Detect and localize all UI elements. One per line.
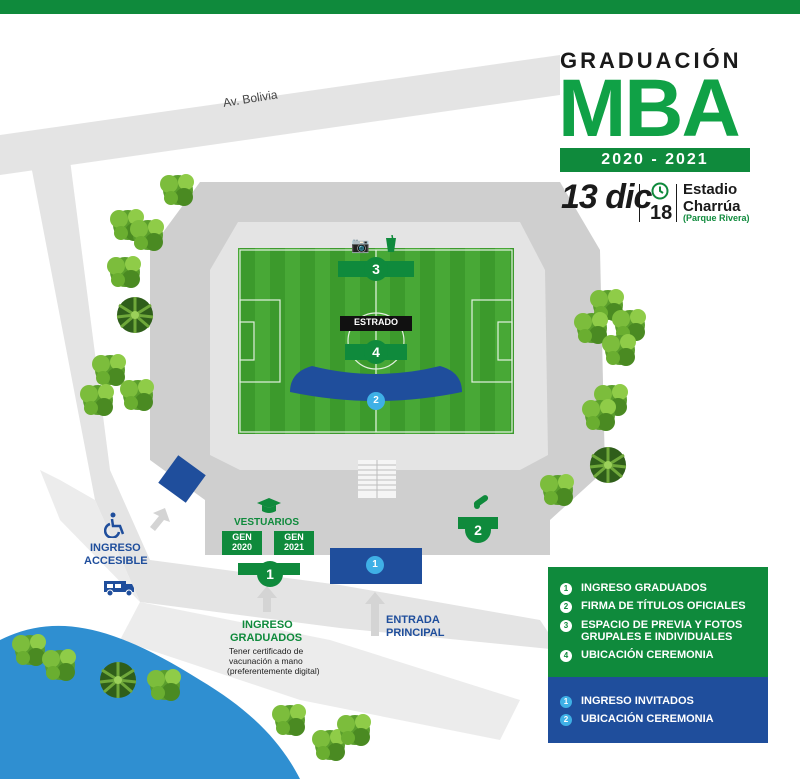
marker-blue-1-guests[interactable]: 1 <box>366 556 384 574</box>
camera-icon: 📷 <box>351 237 370 254</box>
clock-icon <box>651 182 669 200</box>
legend-text: UBICACIÓN CEREMONIA <box>581 649 714 661</box>
marker-blue-2-seating[interactable]: 2 <box>367 392 385 410</box>
program-name: MBA <box>558 63 741 154</box>
legend-number: 1 <box>560 696 572 708</box>
event-time: 18 <box>650 202 673 224</box>
marker-3-photos[interactable]: 3 <box>364 257 388 281</box>
water-body <box>0 625 300 779</box>
grad-entry-label-2: GRADUADOS <box>230 632 303 644</box>
legend-item: 1 INGRESO INVITADOS <box>560 695 766 708</box>
locker-gen2020: GEN 2020 <box>222 531 262 555</box>
stage-banner <box>340 316 412 331</box>
accessible-label-1: INGRESO <box>90 542 141 554</box>
marker-2-titles[interactable]: 2 <box>465 517 491 543</box>
legend-item: 2 FIRMA DE TÍTULOS OFICIALES <box>560 600 766 613</box>
locker-gen2020-line2: 2020 <box>231 542 253 552</box>
locker-gen2021-line2: 2021 <box>283 542 305 552</box>
venue-line1: Estadio <box>683 181 738 198</box>
main-entry-label-2: PRINCIPAL <box>386 627 445 639</box>
venue-line2: Charrúa <box>683 198 741 215</box>
legend-number: 1 <box>560 583 572 595</box>
legend-graduates: 1 INGRESO GRADUADOS 2 FIRMA DE TÍTULOS O… <box>548 567 768 677</box>
legend-item: 2 UBICACIÓN CEREMONIA <box>560 713 766 726</box>
venue-subtitle: (Parque Rivera) <box>683 213 750 223</box>
legend-item: 1 INGRESO GRADUADOS <box>560 582 766 595</box>
marker-1-graduates[interactable]: 1 <box>257 561 283 587</box>
lockers-title: VESTUARIOS <box>234 517 300 528</box>
years-banner: 2020 - 2021 <box>560 148 750 172</box>
stadium <box>150 182 605 555</box>
grad-entry-label-1: INGRESO <box>242 619 293 631</box>
grad-note-1: Tener certificado de <box>229 646 304 656</box>
divider <box>676 184 677 222</box>
marker-4-ceremony[interactable]: 4 <box>364 340 388 364</box>
legend-number: 3 <box>560 620 572 632</box>
legend-number: 4 <box>560 650 572 662</box>
locker-gen2021-line1: GEN <box>284 532 304 542</box>
diploma-icon <box>473 495 489 509</box>
legend-text: FIRMA DE TÍTULOS OFICIALES <box>581 600 746 612</box>
stage-label: ESTRADO <box>353 317 398 327</box>
divider <box>639 184 640 222</box>
legend-number: 2 <box>560 601 572 613</box>
accessible-gate <box>158 455 206 503</box>
legend-text: INGRESO GRADUADOS <box>581 582 707 594</box>
event-title: GRADUACIÓN <box>560 48 742 73</box>
arrow-up-icon <box>150 508 385 636</box>
legend-text: ESPACIO DE PREVIA Y FOTOS GRUPALES E IND… <box>581 619 743 643</box>
legend-text: INGRESO INVITADOS <box>581 695 694 707</box>
van-icon <box>104 581 134 597</box>
locker-gen2020-line1: GEN <box>232 532 252 542</box>
grad-note-2: vacunación a mano <box>229 656 303 666</box>
top-bar <box>0 0 800 14</box>
accessible-label-2: ACCESIBLE <box>84 555 148 567</box>
legend-item: 3 ESPACIO DE PREVIA Y FOTOS GRUPALES E I… <box>560 619 766 643</box>
legend-number: 2 <box>560 714 572 726</box>
grad-note-3: (preferentemente digital) <box>227 666 320 676</box>
wheelchair-icon <box>104 512 125 538</box>
event-date: 13 dic <box>561 178 652 216</box>
locker-gen2021: GEN 2021 <box>274 531 314 555</box>
streets <box>0 55 560 740</box>
legend-item: 4 UBICACIÓN CEREMONIA <box>560 649 766 662</box>
legend-guests: 1 INGRESO INVITADOS 2 UBICACIÓN CEREMONI… <box>548 677 768 743</box>
drink-icon <box>386 235 396 252</box>
legend-text: UBICACIÓN CEREMONIA <box>581 713 714 725</box>
graduation-cap-icon <box>257 498 281 513</box>
guest-seating-area <box>290 366 462 401</box>
main-entry-label-1: ENTRADA <box>386 614 440 626</box>
